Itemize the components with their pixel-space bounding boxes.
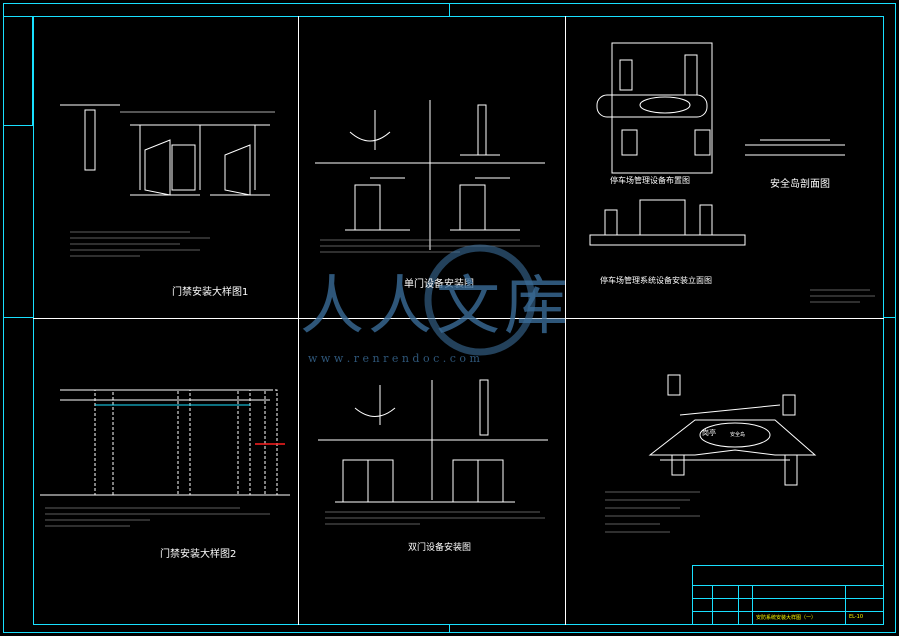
tb-row-line-3 <box>692 611 884 612</box>
watermark-text: 人人文库 <box>300 270 572 344</box>
tb-col-line-2 <box>738 585 739 625</box>
title-parking-elevation: 停车场管理系统设备安装立面图 <box>600 276 712 285</box>
grid-v1 <box>298 16 299 625</box>
watermark-url: w w w . r e n r e n d o c . c o m <box>308 352 480 365</box>
tb-row-line-1 <box>692 585 884 586</box>
label-island: 安全岛 <box>730 432 746 438</box>
tb-drawing-title: 安防系统安装大样图（一） <box>756 615 817 621</box>
title-single-door: 单门设备安装图 <box>404 279 474 290</box>
grid-v2 <box>565 16 566 625</box>
bottom-center-tick <box>449 625 450 633</box>
tb-code: EL-10 <box>849 614 864 620</box>
title-block <box>692 565 884 625</box>
title-door-detail-1: 门禁安装大样图1 <box>172 287 249 298</box>
right-center-tick <box>884 317 896 318</box>
tb-col-line-1 <box>712 585 713 625</box>
title-safety-island: 安全岛剖面图 <box>770 179 830 190</box>
title-double-door: 双门设备安装图 <box>408 543 472 553</box>
tb-col-line-4 <box>845 585 846 625</box>
title-parking-layout: 停车场管理设备布置图 <box>610 176 690 185</box>
left-center-tick <box>3 317 33 318</box>
tb-col-line-3 <box>752 585 753 625</box>
left-revision-strip <box>3 16 33 126</box>
title-door-detail-2: 门禁安装大样图2 <box>160 549 237 560</box>
inner-border <box>33 16 884 625</box>
label-gate: 岗亭 <box>702 429 716 437</box>
tb-row-line-2 <box>692 598 884 599</box>
top-center-tick <box>449 3 450 16</box>
grid-h <box>33 318 884 319</box>
